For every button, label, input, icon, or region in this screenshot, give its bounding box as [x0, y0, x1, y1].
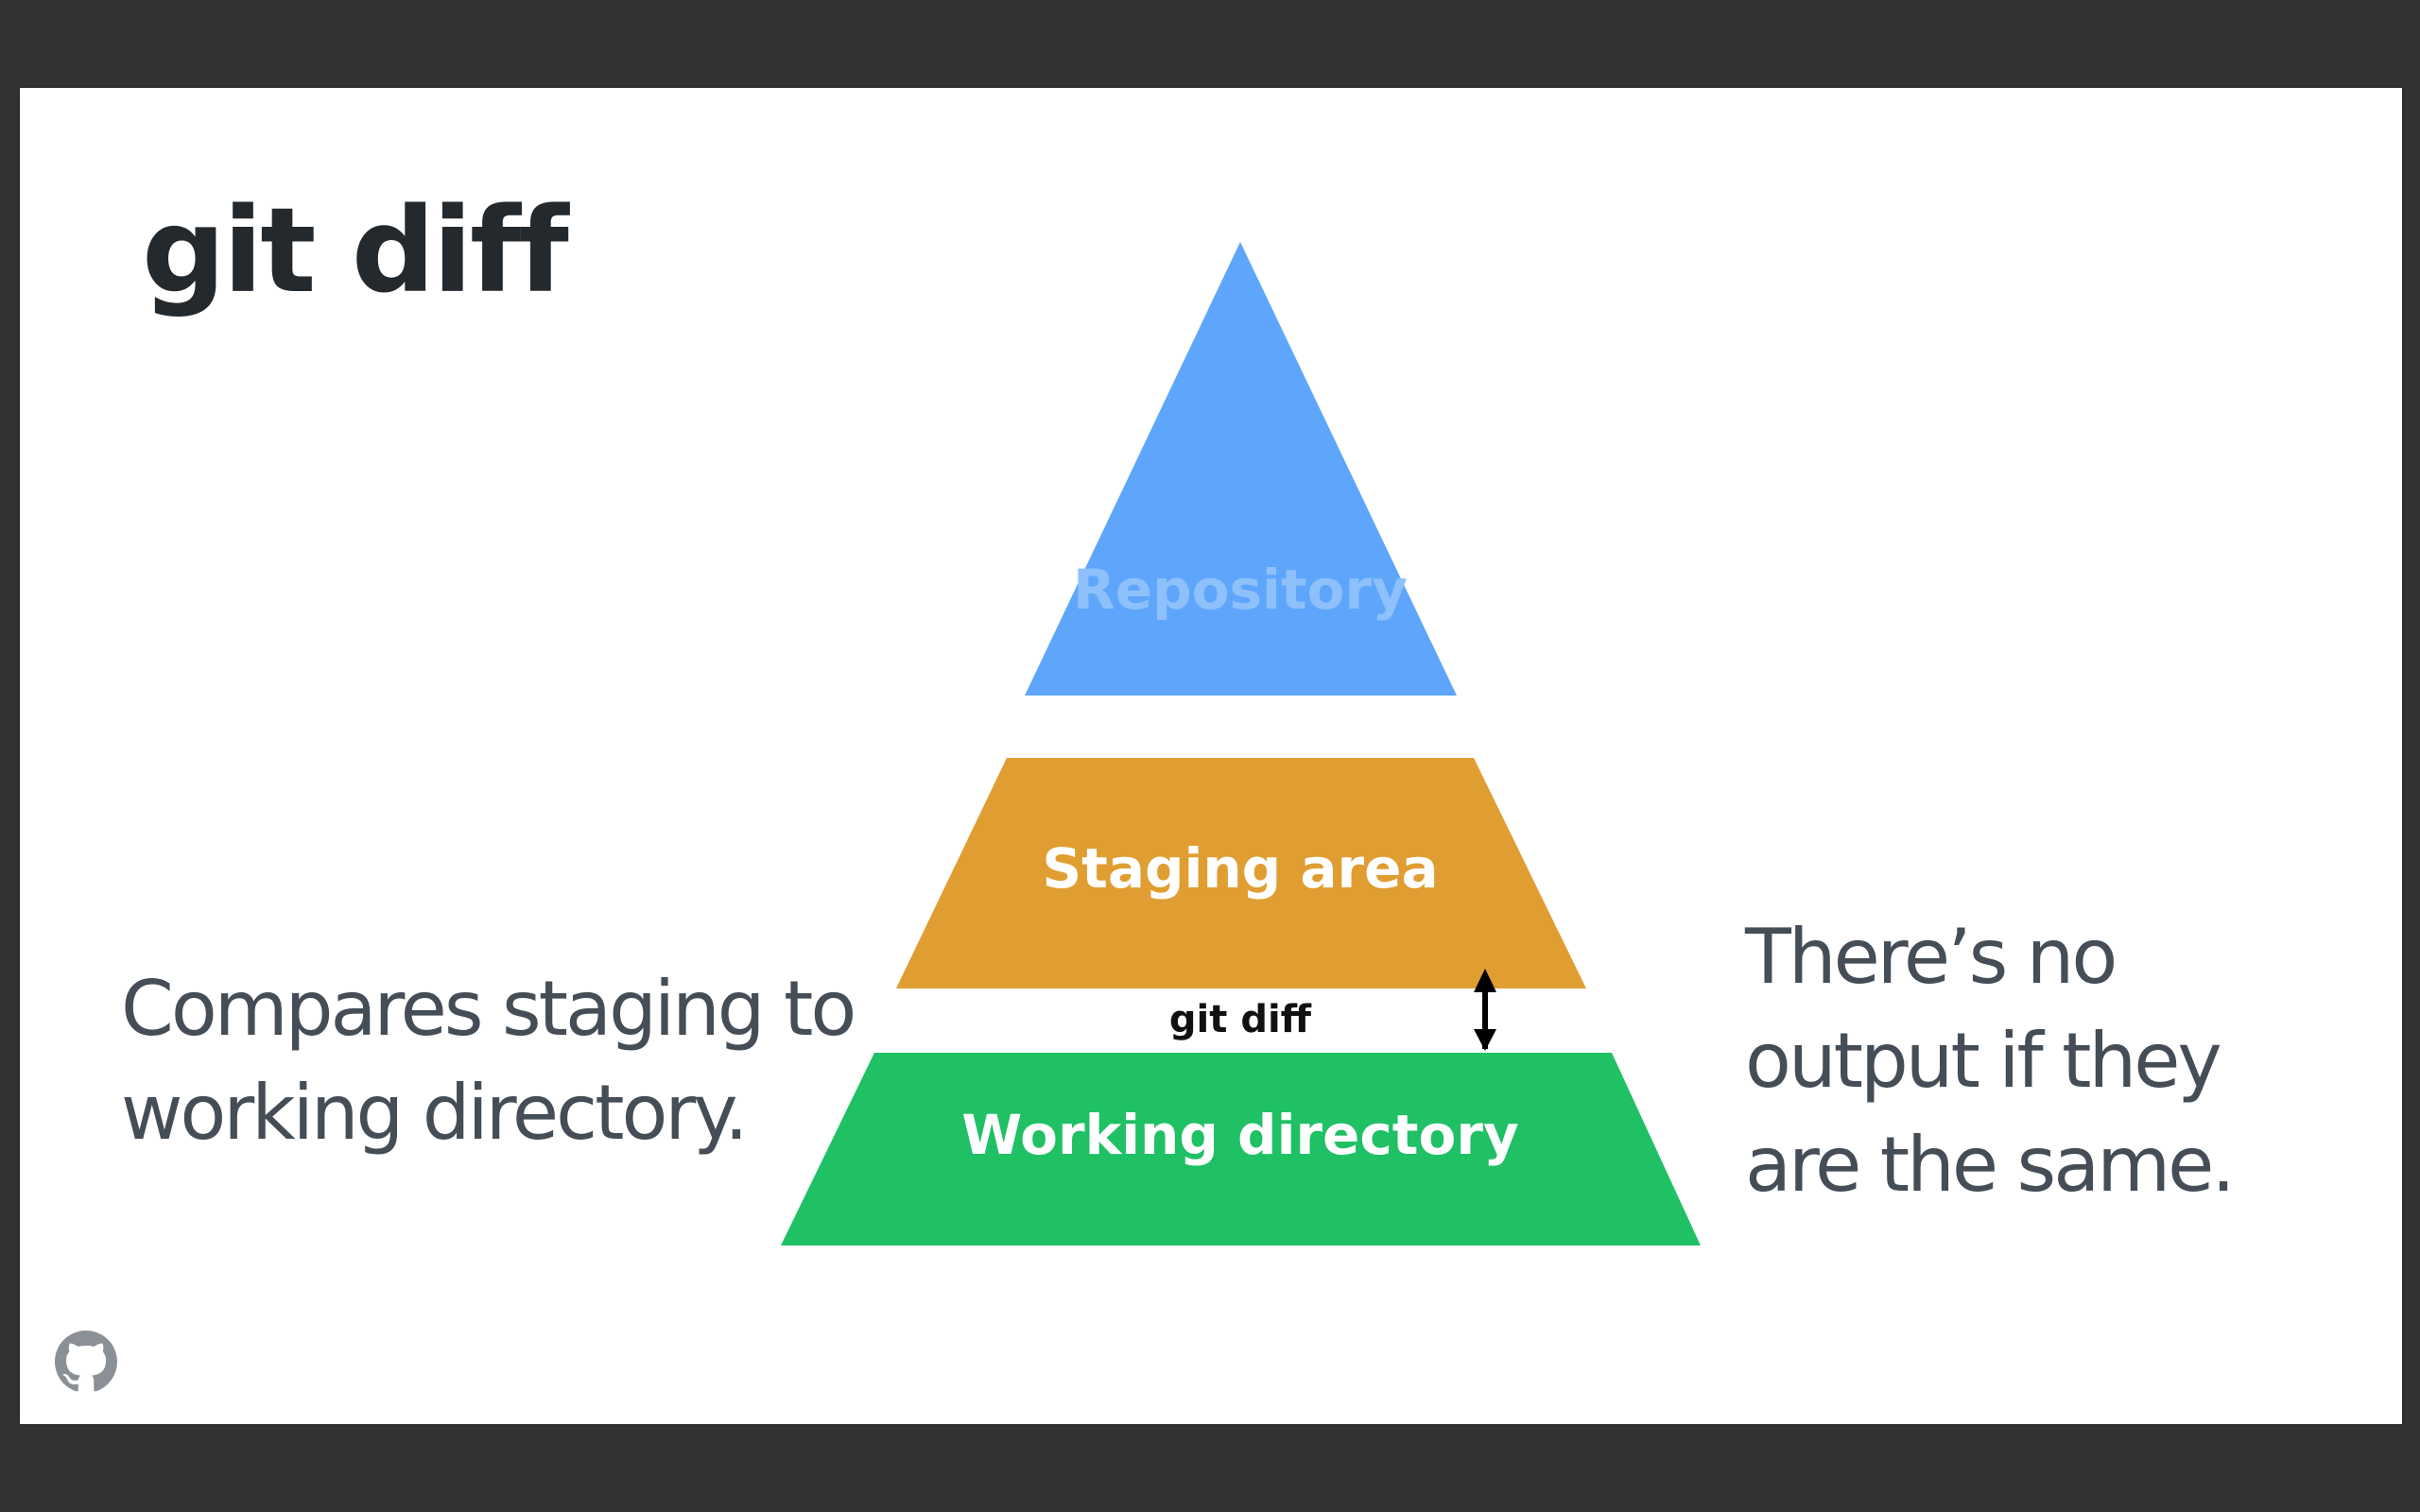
git-diff-arrow-label: git diff — [1169, 998, 1312, 1041]
git-areas-pyramid-diagram: Repository Staging area Working director… — [781, 242, 1701, 1246]
right-description: There’s no output if they are the same. — [1745, 905, 2331, 1217]
right-description-line-1: There’s no — [1745, 913, 2118, 1001]
staging-area-label: Staging area — [1042, 836, 1438, 901]
slide-title: git diff — [142, 183, 569, 319]
left-description-line-1: Compares staging to — [121, 965, 856, 1053]
repository-triangle — [1025, 242, 1457, 696]
right-description-line-2: output if they — [1745, 1017, 2222, 1105]
left-description: Compares staging to working directory. — [121, 957, 877, 1165]
left-description-line-2: working directory. — [121, 1069, 749, 1157]
github-octocat-icon — [55, 1331, 117, 1392]
working-directory-trapezoid — [781, 1053, 1701, 1246]
double-headed-arrow-icon — [1474, 969, 1496, 1051]
right-description-line-3: are the same. — [1745, 1121, 2236, 1209]
staging-area-trapezoid — [896, 758, 1586, 988]
working-directory-label: Working directory — [961, 1103, 1519, 1167]
repository-label: Repository — [1073, 558, 1408, 622]
slide: git diff Compares staging to working dir… — [20, 88, 2402, 1424]
